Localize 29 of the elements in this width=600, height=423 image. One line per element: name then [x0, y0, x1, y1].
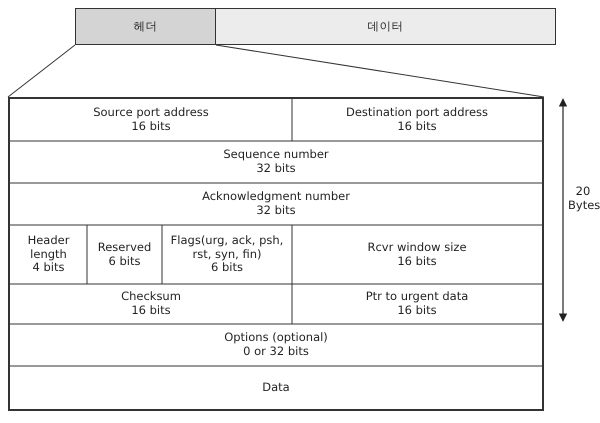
- field-size: 32 bits: [256, 162, 296, 176]
- field-size: 16 bits: [397, 304, 437, 318]
- expansion-line: [8, 44, 76, 98]
- field-name: Data: [262, 380, 290, 394]
- expansion-line: [216, 44, 544, 98]
- field-name: Header length: [26, 234, 70, 262]
- data-segment: 데이터: [215, 8, 556, 45]
- field-size: 0 or 32 bits: [243, 345, 309, 359]
- field-name: Destination port address: [346, 106, 488, 120]
- field-name: Flags(urg, ack, psh, rst, syn, fin): [170, 234, 284, 262]
- field-name: Ptr to urgent data: [366, 290, 468, 304]
- dimension-label: 20 Bytes: [568, 184, 598, 213]
- field-name: Sequence number: [223, 148, 329, 162]
- field-size: 16 bits: [397, 254, 437, 268]
- field-size: 16 bits: [397, 120, 437, 134]
- field-size: 16 bits: [131, 120, 171, 134]
- field-size: 4 bits: [32, 261, 64, 276]
- field-name: Checksum: [121, 290, 181, 304]
- field-name: Rcvr window size: [367, 240, 467, 254]
- header-segment: 헤더: [75, 8, 216, 45]
- field-size: 6 bits: [108, 254, 140, 268]
- field-name: Source port address: [93, 106, 209, 120]
- field-size: 16 bits: [131, 304, 171, 318]
- header-table: [8, 97, 544, 411]
- field-name: Acknowledgment number: [202, 190, 350, 204]
- field-name: Options (optional): [224, 331, 328, 345]
- field-size: 32 bits: [256, 204, 296, 218]
- field-name: Reserved: [98, 240, 152, 254]
- field-size: 6 bits: [211, 261, 243, 276]
